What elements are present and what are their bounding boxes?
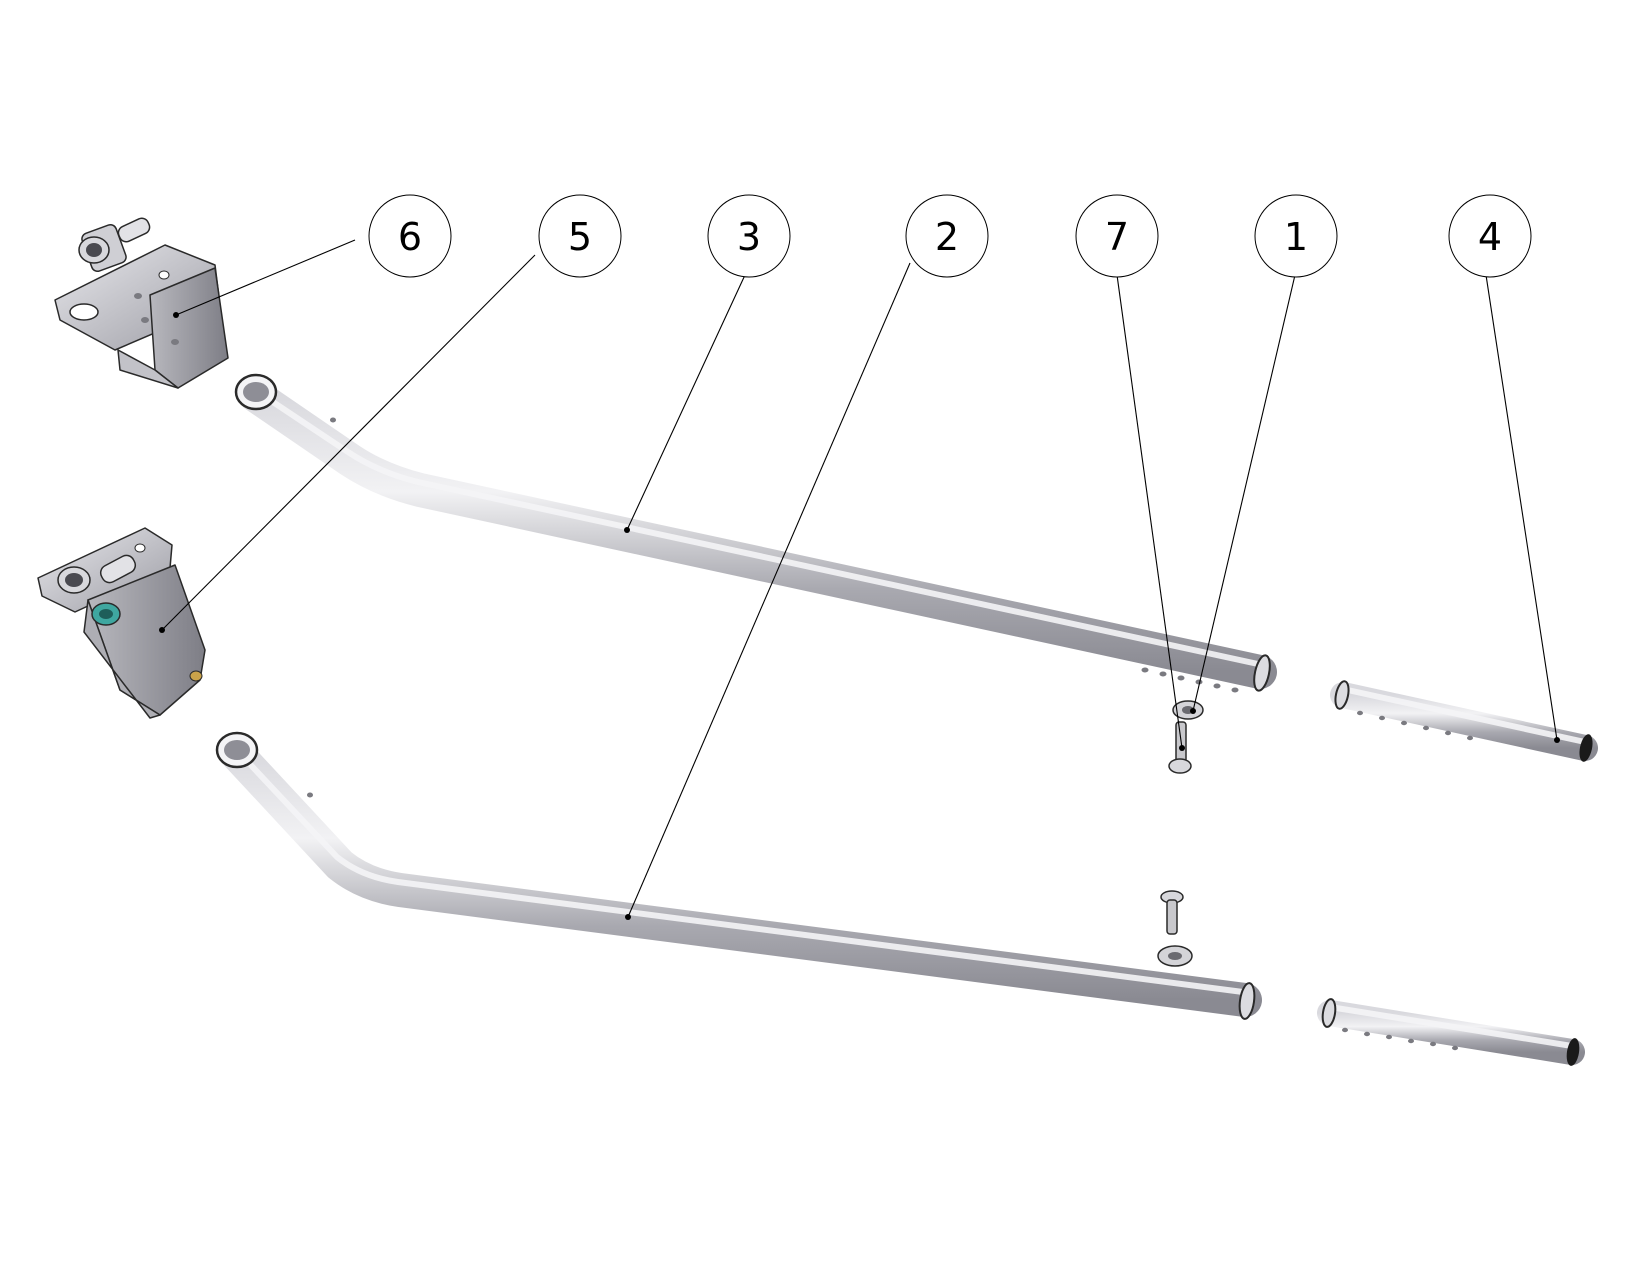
- balloon-6: 6: [368, 194, 452, 278]
- balloon-6-label: 6: [398, 215, 422, 259]
- bracket-part-5: [37, 527, 206, 719]
- balloon-4-label: 4: [1478, 215, 1502, 259]
- washer-lower: [1157, 945, 1193, 967]
- leader-6: [175, 239, 356, 316]
- inner-tube-part-4: [1330, 680, 1598, 762]
- balloon-5-label: 5: [568, 215, 592, 259]
- leader-4: [1485, 274, 1558, 741]
- leader-1: [1192, 274, 1296, 712]
- tube-part-3: [234, 373, 1277, 693]
- leader-5: [161, 254, 536, 631]
- leader-7: [1116, 274, 1183, 749]
- balloon-1-label: 1: [1284, 215, 1308, 259]
- balloon-2: 2: [905, 194, 989, 278]
- inner-tube-lower: [1317, 998, 1585, 1066]
- balloon-7: 7: [1075, 194, 1159, 278]
- leader-2: [627, 262, 911, 918]
- balloon-4: 4: [1448, 194, 1532, 278]
- bolt-lower: [1160, 890, 1184, 935]
- adjustment-holes: [1357, 710, 1473, 741]
- tube-part-2: [215, 731, 1262, 1020]
- balloon-3-label: 3: [737, 215, 761, 259]
- balloon-7-label: 7: [1105, 215, 1129, 259]
- balloon-3: 3: [707, 194, 791, 278]
- leader-lines: [159, 239, 1560, 920]
- leader-3: [626, 274, 746, 531]
- balloon-1: 1: [1254, 194, 1338, 278]
- balloon-5: 5: [538, 194, 622, 278]
- adjustment-holes: [330, 417, 1239, 693]
- bracket-part-6: [54, 217, 229, 389]
- balloon-2-label: 2: [935, 215, 959, 259]
- washer-part-1: [1172, 700, 1204, 720]
- adjustment-holes: [1342, 1027, 1458, 1051]
